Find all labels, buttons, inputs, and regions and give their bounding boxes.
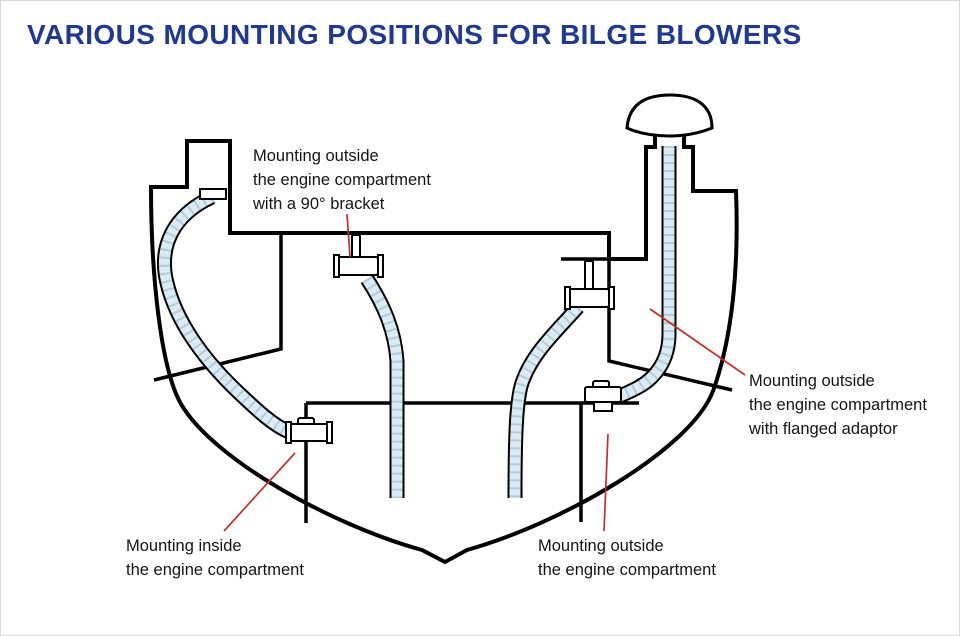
label-flanged: Mounting outside the engine compartment …	[749, 369, 927, 441]
blower-90-bracket	[333, 234, 384, 278]
deck-hose-connector	[199, 188, 227, 200]
label-inside: Mounting inside the engine compartment	[126, 534, 304, 582]
leader-bracket	[346, 213, 351, 258]
left-inner-wall	[153, 233, 283, 382]
blower-mid	[564, 260, 615, 310]
label-flanged-line-3: with flanged adaptor	[749, 420, 898, 438]
label-outside-bottom-line-2: the engine compartment	[538, 561, 716, 579]
hose-vent	[614, 146, 677, 405]
hull-outline	[148, 130, 739, 565]
label-bracket-line-1: Mounting outside	[253, 147, 379, 165]
leader-inside	[223, 452, 296, 532]
blower-flanged	[584, 380, 622, 412]
label-flanged-line-2: the engine compartment	[749, 396, 927, 414]
leader-outside-bottom	[603, 433, 609, 532]
hose-left	[156, 190, 293, 439]
hose-bracket-blower	[360, 274, 405, 498]
leader-flanged	[649, 308, 746, 376]
label-bracket-line-3: with a 90° bracket	[253, 195, 385, 213]
hose-mid-blower	[507, 302, 584, 499]
label-outside-bottom-line-1: Mounting outside	[538, 537, 664, 555]
label-bracket-line-2: the engine compartment	[253, 171, 431, 189]
label-flanged-line-1: Mounting outside	[749, 372, 875, 390]
mushroom-vent-icon	[625, 93, 714, 138]
diagram-title: VARIOUS MOUNTING POSITIONS FOR BILGE BLO…	[27, 19, 802, 50]
blower-inside	[285, 417, 333, 444]
label-outside-bottom: Mounting outside the engine compartment	[538, 534, 716, 582]
label-bracket: Mounting outside the engine compartment …	[253, 144, 431, 216]
leader-lines	[223, 213, 746, 532]
label-inside-line-1: Mounting inside	[126, 537, 242, 555]
label-inside-line-2: the engine compartment	[126, 561, 304, 579]
